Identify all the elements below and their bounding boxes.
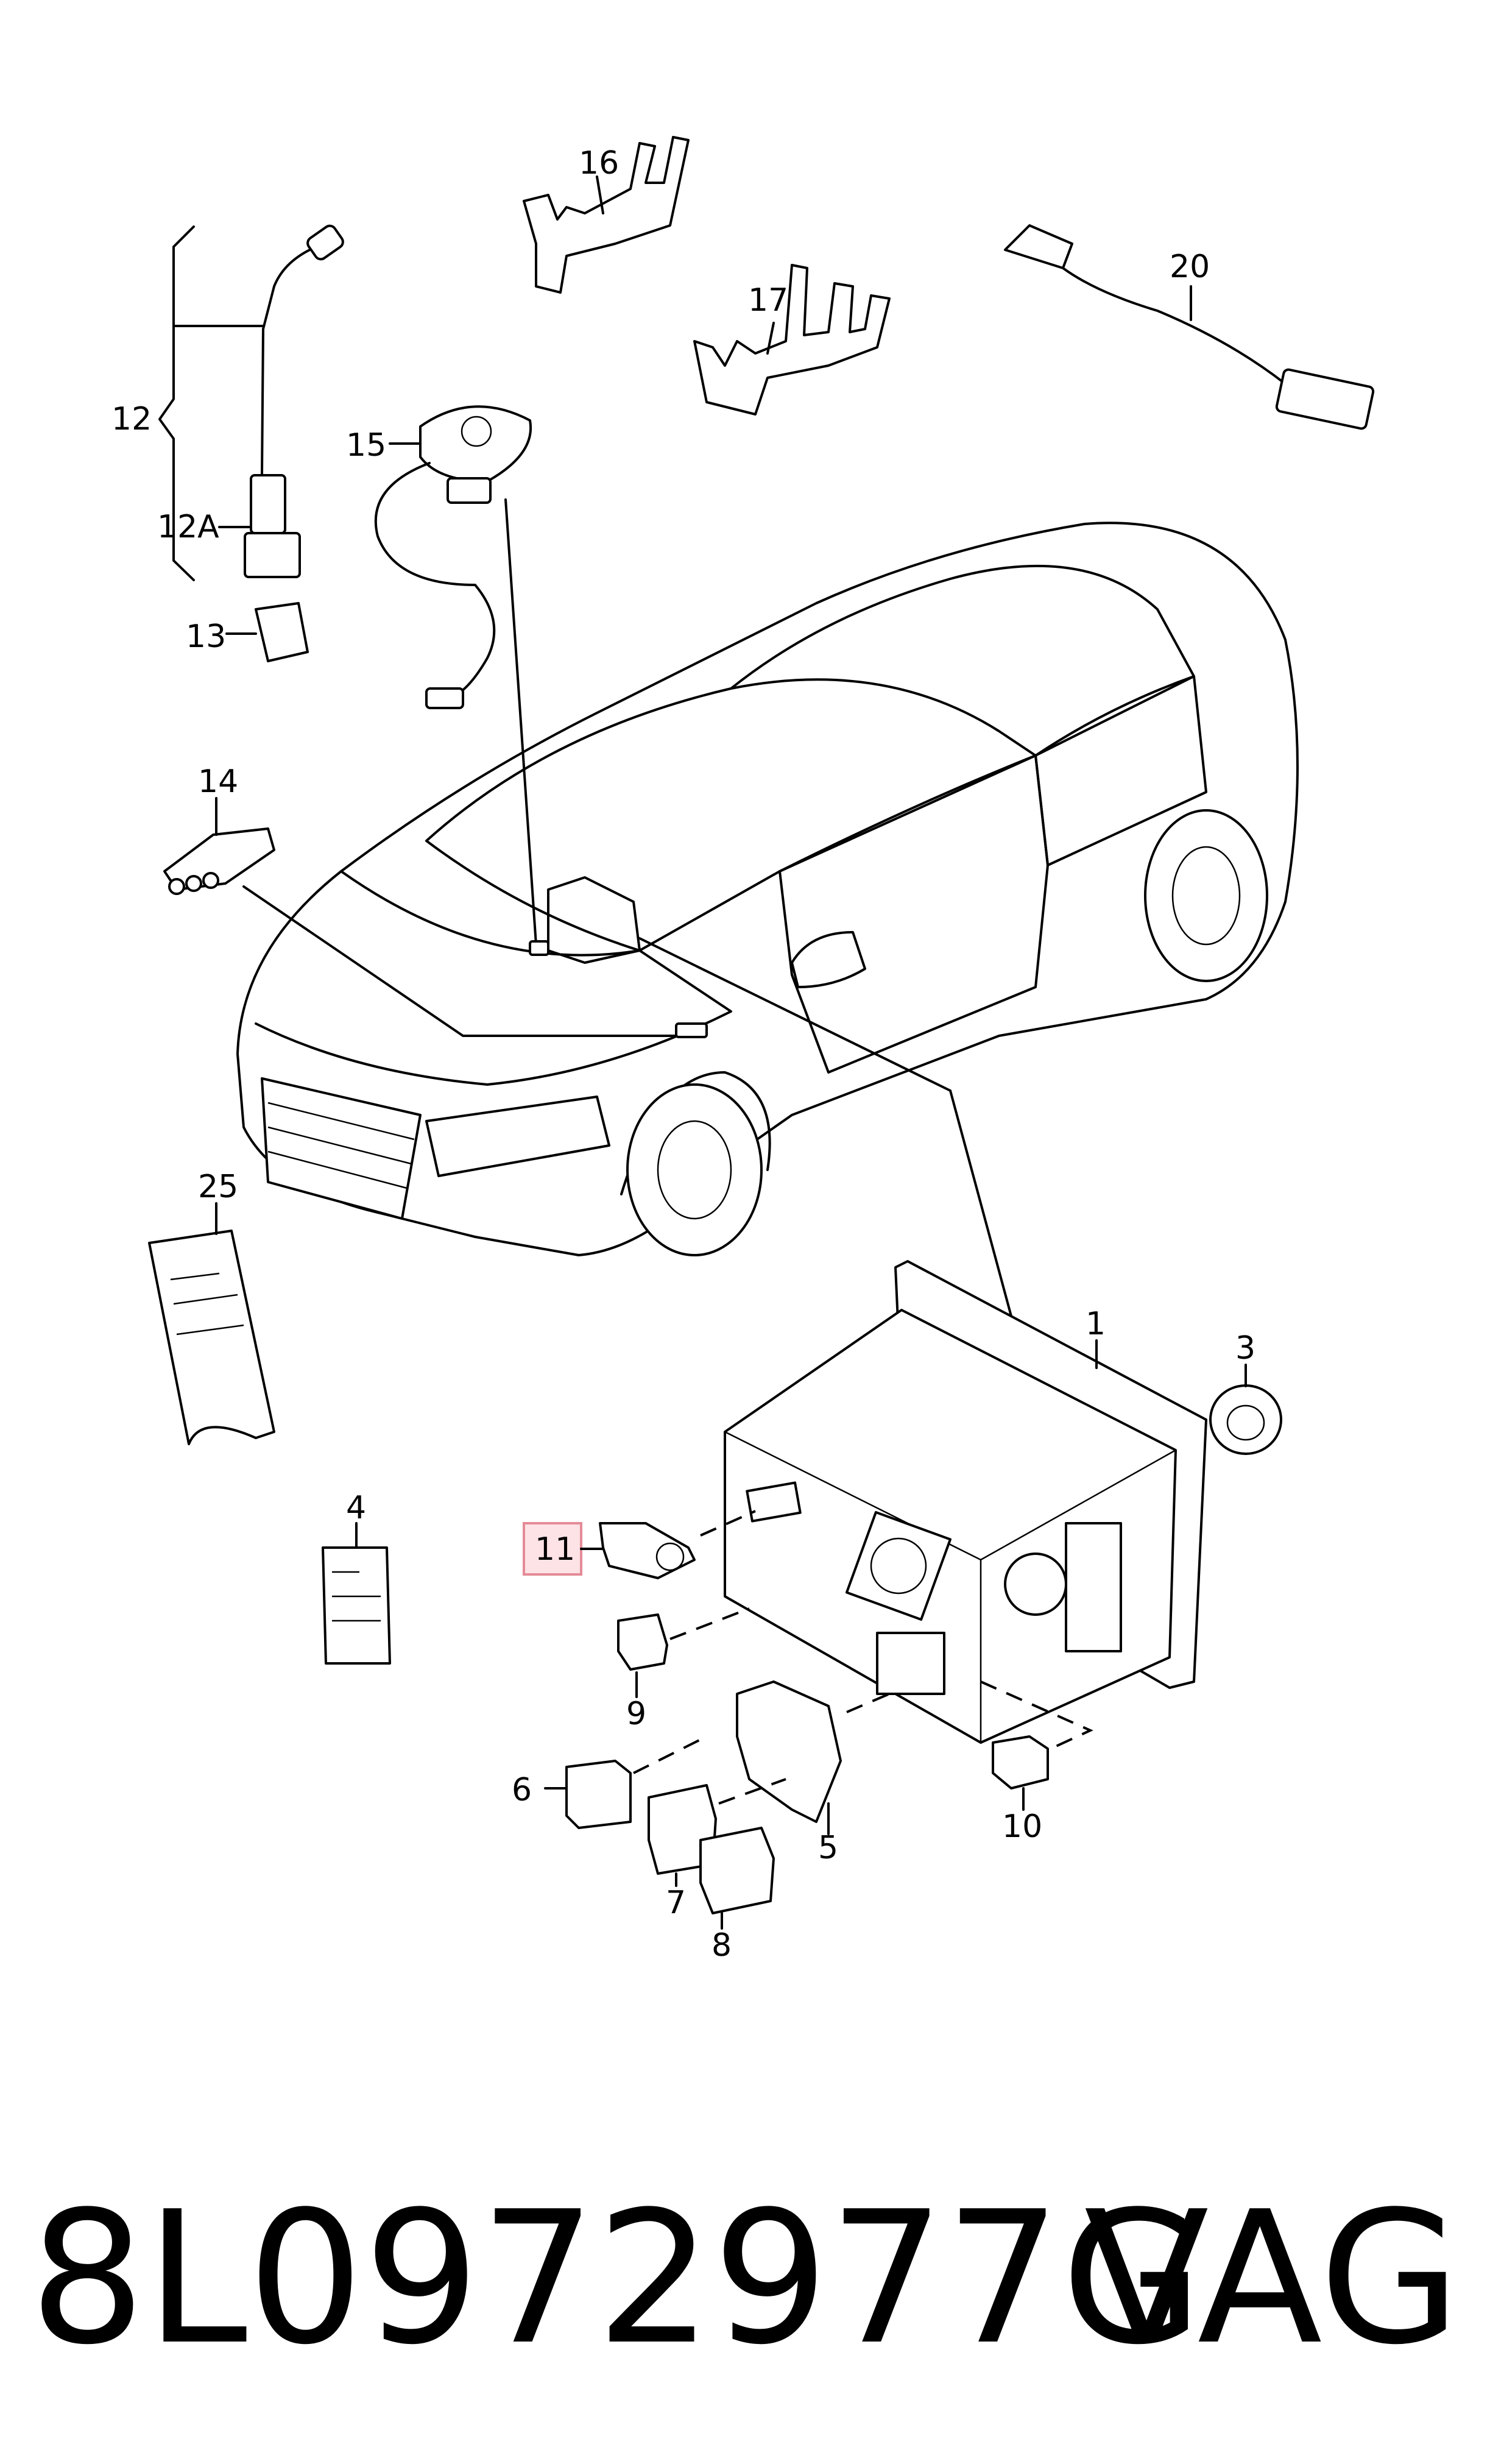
- callout-25: 25: [198, 1169, 238, 1205]
- antenna-15-logo: [461, 416, 492, 447]
- connector-12a-base: [244, 532, 301, 578]
- cable-12: [261, 241, 329, 476]
- grommet-3-inner: [1226, 1404, 1265, 1441]
- bracket-12: [158, 225, 195, 581]
- callout-8: 8: [711, 1927, 732, 1964]
- car-antenna-marker: [529, 940, 549, 956]
- pointer-15: [504, 498, 537, 946]
- callout-12: 12: [111, 401, 152, 437]
- pointer-1: [638, 937, 952, 1092]
- pointer-11: [700, 1510, 756, 1537]
- car-mirror: [791, 931, 866, 988]
- callout-11: 11: [535, 1531, 575, 1568]
- head-unit-fan-hub: [870, 1537, 927, 1595]
- callout-16: 16: [579, 145, 619, 182]
- connector-9: [617, 1613, 668, 1671]
- head-unit-heatsink: [1065, 1522, 1122, 1652]
- part-number: 8L0972977G: [29, 2172, 1203, 2385]
- highlight-box-11: [523, 1522, 582, 1576]
- doc-25-line: [170, 1272, 220, 1281]
- callout-9: 9: [626, 1696, 646, 1732]
- pointer-6: [633, 1735, 707, 1774]
- connector-12a: [250, 474, 286, 534]
- car-roof: [730, 564, 1195, 757]
- callout-13: 13: [186, 618, 226, 655]
- antenna-15-nut: [447, 477, 492, 504]
- head-unit-body: [724, 1309, 1177, 1744]
- document-4: [322, 1546, 391, 1665]
- car-grille-bar: [267, 1126, 412, 1165]
- doc-25-line: [176, 1324, 244, 1336]
- callout-10: 10: [1002, 1808, 1042, 1845]
- car-door: [779, 754, 1049, 1074]
- connector-11: [599, 1522, 696, 1579]
- connector-6: [565, 1760, 632, 1829]
- car-rear-wheel: [1144, 809, 1268, 982]
- module-14-pin: [185, 875, 202, 892]
- pointer-9: [669, 1607, 750, 1640]
- callout-17: 17: [748, 282, 788, 319]
- antenna-15: [419, 405, 532, 483]
- cable-20-plug: [1004, 224, 1073, 269]
- car-rear-hub: [1171, 846, 1241, 946]
- callout-7: 7: [666, 1885, 686, 1921]
- callout-3: 3: [1235, 1330, 1255, 1367]
- connector-8: [699, 1827, 775, 1914]
- grommet-3: [1209, 1384, 1282, 1455]
- car-grille: [261, 1077, 422, 1220]
- head-unit-knob: [1004, 1552, 1067, 1616]
- leader-16: [596, 175, 604, 214]
- connector-20: [1275, 368, 1375, 430]
- plug-15: [425, 687, 464, 709]
- car-windshield: [425, 678, 1037, 952]
- callout-5: 5: [818, 1830, 838, 1866]
- head-unit-fan: [845, 1510, 952, 1621]
- pointer-7-8: [718, 1778, 786, 1805]
- callout-14: 14: [198, 763, 238, 800]
- head-unit-port: [746, 1481, 802, 1523]
- footer: 8L0972977G VAG: [0, 2169, 1490, 2388]
- bracket-16: [523, 136, 690, 294]
- pointer-14: [242, 885, 683, 1037]
- car-grille-bar: [267, 1150, 408, 1189]
- car-grille-bar: [267, 1102, 415, 1141]
- document-25: [148, 1230, 275, 1445]
- callout-12a: 12A: [157, 509, 219, 545]
- car-dash-marker: [675, 1022, 708, 1038]
- car-front-wheel: [626, 1083, 763, 1256]
- callout-4: 4: [346, 1490, 366, 1526]
- leader-17: [766, 322, 775, 355]
- car-front-hub: [657, 1120, 732, 1220]
- doc-25-line: [173, 1294, 238, 1305]
- connector-5: [736, 1680, 842, 1823]
- module-14-pin: [202, 872, 219, 889]
- pointer-5: [846, 1693, 890, 1713]
- car-hood: [255, 870, 732, 1086]
- connector-12-head: [306, 224, 344, 261]
- callout-20: 20: [1170, 249, 1210, 285]
- pointer-1b: [949, 1089, 1012, 1317]
- connector-11-pin: [655, 1542, 685, 1571]
- brand-name: VAG: [1084, 2172, 1461, 2385]
- head-unit-socket: [876, 1632, 945, 1695]
- pointer-10: [980, 1680, 1093, 1750]
- cable-15: [374, 462, 496, 702]
- connector-13: [255, 602, 309, 662]
- callout-15: 15: [346, 427, 386, 464]
- callout-1: 1: [1086, 1306, 1106, 1342]
- connector-10: [992, 1735, 1049, 1790]
- module-14-pin: [168, 878, 185, 895]
- callout-6: 6: [512, 1772, 532, 1808]
- car-headlight: [425, 1096, 610, 1177]
- bracket-17: [693, 264, 891, 416]
- cable-20: [1062, 267, 1287, 385]
